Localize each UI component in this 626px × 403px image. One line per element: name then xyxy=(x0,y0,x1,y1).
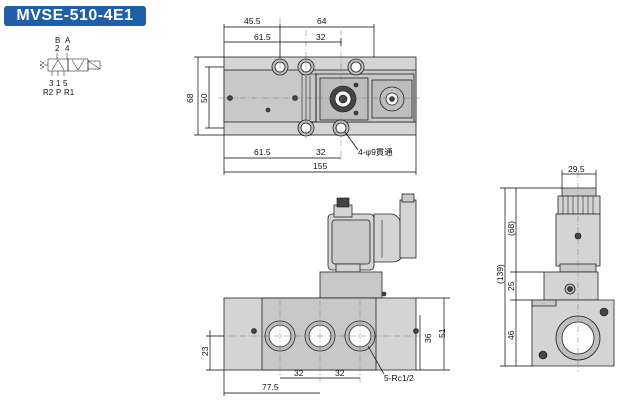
dim-29-5: 29.5 xyxy=(568,164,585,174)
port-number-4: 4 xyxy=(65,44,70,53)
dim-68: 68 xyxy=(185,93,195,103)
port-label-a: A xyxy=(65,36,71,45)
port-label-r1: R1 xyxy=(64,88,75,97)
hole-note: 4-φ9貫通 xyxy=(358,147,393,157)
side-view: 29.5 (139) (68) 25 46 xyxy=(495,164,615,372)
model-title: MVSE-510-4E1 xyxy=(16,7,134,24)
dim-61-5-bottom: 61.5 xyxy=(254,147,271,157)
dim-50: 50 xyxy=(199,93,209,103)
port-label-b: B xyxy=(55,36,60,45)
dim-32-front-a: 32 xyxy=(294,368,304,378)
dim-36: 36 xyxy=(423,333,433,343)
dim-32-top: 32 xyxy=(316,32,326,42)
dim-68-side: (68) xyxy=(506,221,516,236)
port-note: 5-Rc1/2 xyxy=(384,373,414,383)
dim-51: 51 xyxy=(437,328,447,338)
port-number-5: 5 xyxy=(63,79,68,88)
dim-139: (139) xyxy=(495,264,505,284)
dim-155: 155 xyxy=(313,161,327,171)
dim-61-5-top: 61.5 xyxy=(254,32,271,42)
port-number-2: 2 xyxy=(55,44,60,53)
dim-25: 25 xyxy=(506,281,516,291)
dim-23: 23 xyxy=(200,346,210,356)
top-view: 45.5 64 61.5 32 68 50 61.5 32 155 4-φ9貫通 xyxy=(185,16,420,175)
dim-77-5: 77.5 xyxy=(262,382,279,392)
port-number-1: 1 xyxy=(56,79,61,88)
dim-32-bottom: 32 xyxy=(316,147,326,157)
port-label-r2: R2 xyxy=(43,88,54,97)
port-label-p: P xyxy=(56,88,61,97)
dim-45-5: 45.5 xyxy=(244,16,261,26)
port-number-3: 3 xyxy=(49,79,54,88)
valve-symbol: B A 2 4 3 1 5 R2 P R1 xyxy=(39,36,101,97)
dim-46: 46 xyxy=(506,330,516,340)
title-badge: MVSE-510-4E1 xyxy=(4,6,146,26)
dim-32-front-b: 32 xyxy=(335,368,345,378)
front-view: 23 36 51 32 32 77.5 5-Rc1/2 xyxy=(200,193,450,396)
dim-64: 64 xyxy=(317,16,327,26)
